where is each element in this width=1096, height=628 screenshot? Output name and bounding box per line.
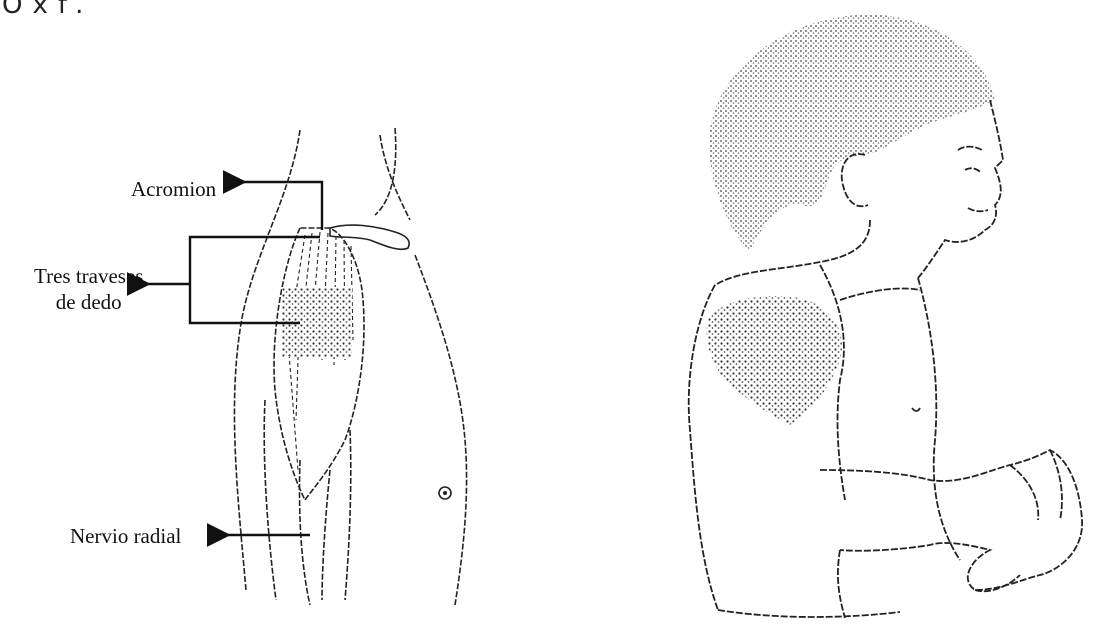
arm-anatomy-figure [234, 128, 466, 605]
child-ear [842, 154, 868, 206]
child-chest-line [840, 288, 920, 300]
child-face [918, 100, 1003, 278]
child-lower-body [718, 550, 900, 618]
child-mouth [968, 208, 988, 211]
label-leaders [146, 182, 322, 535]
child-hand [820, 450, 1082, 590]
child-torso [918, 278, 960, 560]
child-navel [912, 408, 920, 411]
child-figure [689, 15, 1082, 618]
label-tres-line1: Tres traveses [34, 263, 143, 289]
upper-arm-lines [264, 400, 351, 605]
child-eyebrow [958, 147, 982, 150]
label-nervio-radial: Nervio radial [70, 523, 181, 549]
child-fingers [975, 450, 1062, 591]
label-tres-line2: de dedo [34, 289, 143, 315]
torso-outline [415, 255, 467, 605]
acromion-leader [242, 182, 322, 230]
arm-outline-inner [375, 128, 396, 215]
child-injection-zone [707, 296, 842, 425]
label-acromion: Acromion [131, 176, 216, 202]
label-tres-traveses: Tres traveses de dedo [34, 263, 143, 315]
child-hair [710, 15, 995, 250]
child-eye [965, 168, 980, 172]
